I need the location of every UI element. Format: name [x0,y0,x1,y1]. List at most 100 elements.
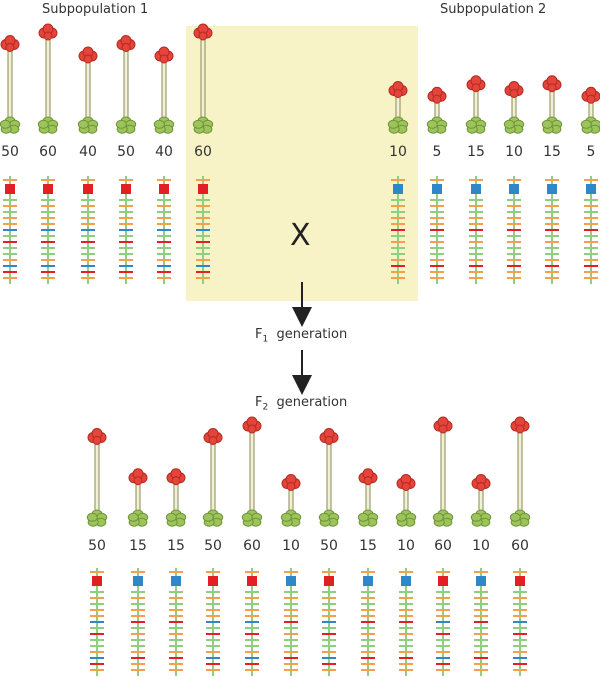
plant-leaf [541,119,553,129]
f2-chromosome-5 [284,568,298,676]
f2-chromosome-3 [206,568,220,676]
plant-leaf [357,512,369,522]
subpop1-height-label: 50 [1,144,19,160]
f2-height-label: 50 [88,538,106,554]
subpopulation-2-chromosome-2 [469,176,483,284]
f2-chromosome-11 [513,568,527,676]
chromosome-marker-blue [363,576,373,586]
plant-leaf [503,119,515,129]
f2-plant-2 [165,468,187,527]
subpopulation-1-chromosome-1 [41,176,55,284]
plant-flower-petal [586,94,596,104]
subpop2-height-label: 10 [389,144,407,160]
plant-stem [45,34,51,125]
chromosome-marker-red [5,184,15,194]
plant-stem [440,427,446,518]
plant-flower-petal [432,94,442,104]
plant-flower-petal [83,54,93,64]
chromosome-marker-red [121,184,131,194]
chromosome-marker-red [324,576,334,586]
subpopulation-1-plant-5 [192,23,214,134]
chromosome-marker-red [159,184,169,194]
plant-leaf [86,512,98,522]
subpopulation-2-plant-4 [541,75,563,134]
subpopulation-2-chromosome-1 [430,176,444,284]
subpop2-height-label: 10 [505,144,523,160]
chromosome-marker-red [43,184,53,194]
subpopulation-2-chromosome-4 [545,176,559,284]
plant-leaf [37,119,49,129]
plant-stem [94,439,100,518]
subpop1-height-label: 40 [79,144,97,160]
f2-height-label: 60 [511,538,529,554]
f2-height-label: 10 [472,538,490,554]
plant-flower-petal [159,54,169,64]
plant-leaf [153,119,165,129]
f2-chromosome-4 [245,568,259,676]
plant-stem [200,34,206,125]
chromosome-marker-red [198,184,208,194]
plant-leaf [77,119,89,129]
chromosome-marker-red [438,576,448,586]
plant-flower-petal [438,424,448,434]
f2-plant-5 [280,474,302,527]
subpop1-height-label: 60 [194,144,212,160]
f2-plant-6 [318,428,340,527]
plant-flower-petal [43,31,53,41]
plant-flower-petal [171,476,181,486]
subpopulation-2-plant-1 [426,86,448,134]
subpopulation-2-plant-2 [465,75,487,134]
plant-flower-petal [121,43,131,52]
plant-stem [7,46,13,125]
plant-stem [249,427,255,518]
subpopulation-1-plant-0 [0,35,21,134]
plant-flower-petal [5,43,15,52]
plant-leaf [395,512,407,522]
chromosome-marker-blue [432,184,442,194]
f2-text: generation [276,395,348,410]
f2-chromosome-10 [474,568,488,676]
plant-stem [326,439,332,518]
chromosome-marker-red [208,576,218,586]
plant-leaf [387,119,399,129]
f2-height-label: 15 [129,538,147,554]
subpopulation-2-plant-5 [580,86,600,134]
chromosome-marker-blue [547,184,557,194]
chromosome-marker-red [83,184,93,194]
plant-flower-petal [92,436,102,445]
plant-leaf [115,119,127,129]
plant-leaf [0,119,11,129]
f2-plant-3 [202,428,224,527]
plant-stem [161,57,167,125]
f2-plant-9 [432,416,454,527]
subpop1-height-label: 50 [117,144,135,160]
plant-leaf [192,119,204,129]
f2-chromosome-6 [322,568,336,676]
f2-chromosome-7 [361,568,375,676]
plant-stem [123,46,129,125]
f2-subscript: 2 [262,402,269,413]
plant-leaf [127,512,139,522]
subpopulation-2-plant-3 [503,81,525,134]
subpopulation-1-label: Subpopulation 1 [42,2,149,17]
subpopulation-2-chromosome-5 [584,176,598,284]
f2-height-label: 60 [243,538,261,554]
f2-plant-10 [470,474,492,527]
subpopulation-1-plant-1 [37,23,59,134]
subpop2-height-label: 15 [543,144,561,160]
plant-flower-petal [509,89,519,98]
subpopulation-2-chromosome-3 [507,176,521,284]
chromosome-marker-blue [586,184,596,194]
subpopulation-1-plant-3 [115,35,137,134]
f2-chromosome-0 [90,568,104,676]
plant-flower-petal [247,424,257,434]
f2-plant-11 [509,416,531,527]
f2-height-label: 50 [204,538,222,554]
chromosome-marker-blue [476,576,486,586]
subpopulation-2-label: Subpopulation 2 [440,2,547,17]
plant-flower-petal [324,436,334,445]
f2-prefix: F [255,395,263,410]
plant-leaf [432,512,444,522]
chromosome-marker-blue [393,184,403,194]
